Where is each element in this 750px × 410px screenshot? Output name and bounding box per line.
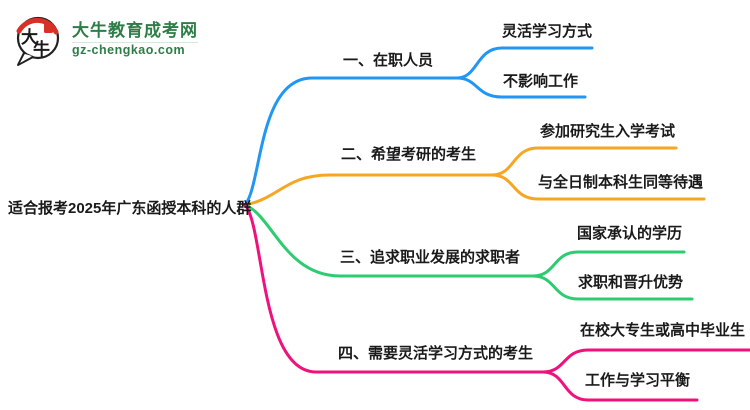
brand-domain: gz-chengkao.com: [72, 42, 198, 58]
branch-2-lines: [243, 146, 706, 207]
site-logo[interactable]: 大 牛 大牛教育成考网 gz-chengkao.com: [12, 12, 198, 68]
branch-3-child-1: 国家承认的学历: [577, 225, 683, 242]
root-topic: 适合报考2025年广东函授本科的人群: [8, 200, 252, 217]
logo-red-arc: [16, 17, 59, 35]
branch-4-label: 四、需要灵活学习方式的考生: [338, 345, 534, 362]
branch-1-child-2: 不影响工作: [503, 73, 579, 90]
branch-1-label: 一、在职人员: [343, 52, 434, 69]
branch-3-lines: [243, 203, 694, 301]
branch-1-lines: [243, 46, 594, 207]
logo-char-2: 牛: [33, 39, 50, 59]
brand-title: 大牛教育成考网: [72, 20, 198, 40]
branch-2-child-2: 与全日制本科生同等待遇: [538, 174, 704, 191]
branch-2-child-1: 参加研究生入学考试: [540, 123, 676, 140]
branch-3-label: 三、追求职业发展的求职者: [340, 249, 521, 266]
logo-char-1: 大: [21, 27, 38, 47]
branch-2-label: 二、希望考研的考生: [341, 146, 477, 163]
bull-speech-bubble-icon: 大 牛: [16, 16, 60, 66]
branch-4-child-1: 在校大专生或高中毕业生: [580, 322, 746, 339]
branch-1-child-1: 灵活学习方式: [502, 23, 593, 40]
branch-3-child-2: 求职和晋升优势: [578, 274, 684, 291]
logo-seal: [44, 23, 53, 33]
branch-4-lines: [243, 203, 750, 402]
branch-4-child-2: 工作与学习平衡: [585, 372, 691, 389]
